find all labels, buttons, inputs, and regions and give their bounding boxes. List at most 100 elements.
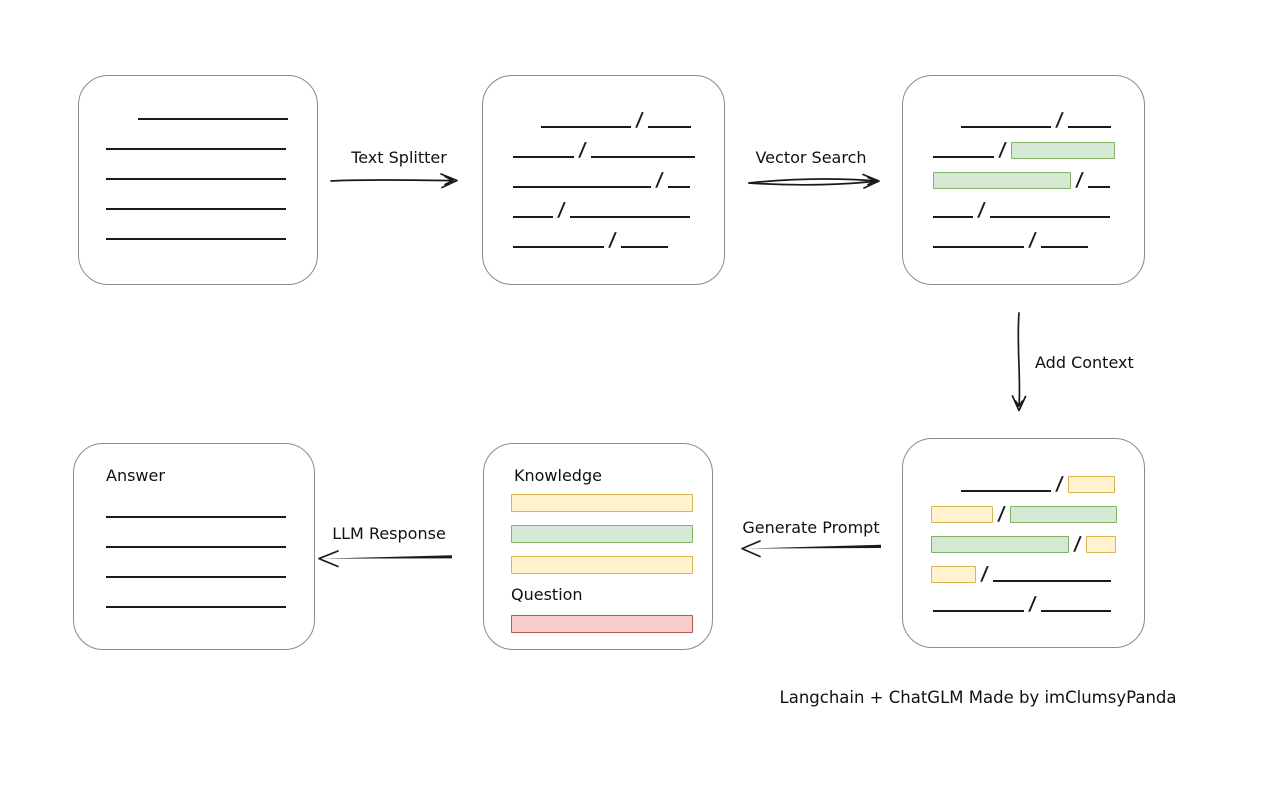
- text-line: [620, 246, 668, 248]
- segment-row: /: [903, 493, 1144, 525]
- slash-separator: /: [607, 228, 618, 251]
- segment-row: [79, 181, 317, 211]
- green-highlight-chip: [1010, 142, 1115, 159]
- text-line: [667, 186, 690, 188]
- segment-row: /: [903, 553, 1144, 585]
- slash-separator: /: [1074, 168, 1085, 191]
- answer-lines: [74, 489, 314, 609]
- segment-row: /: [903, 523, 1144, 555]
- generate-prompt-arrow: [741, 540, 881, 558]
- slash-separator: /: [997, 138, 1008, 161]
- vector-search-label: Vector Search: [755, 148, 867, 167]
- caption-text: Langchain + ChatGLM Made by imClumsyPand…: [779, 688, 1177, 707]
- text-line: [933, 216, 973, 218]
- green-highlight-chip: [1009, 506, 1117, 523]
- yellow-highlight-chip: [1085, 536, 1116, 553]
- text-line: [138, 118, 288, 120]
- slash-separator: /: [1054, 108, 1065, 131]
- green-bar: [511, 525, 693, 543]
- text-line: [106, 208, 286, 210]
- split-text-node: / / / / /: [482, 75, 725, 285]
- yellow-bar: [511, 494, 693, 512]
- red-bar: [511, 615, 693, 633]
- segment-row: /: [903, 463, 1144, 495]
- yellow-highlight-chip: [931, 506, 993, 523]
- text-line: [992, 580, 1111, 582]
- text-line: [1087, 186, 1110, 188]
- slash-separator: /: [1054, 472, 1065, 495]
- text-line: [513, 216, 553, 218]
- text-line: [1067, 126, 1111, 128]
- slash-separator: /: [1027, 228, 1038, 251]
- answer-node: Answer: [73, 443, 315, 650]
- text-line: [541, 126, 631, 128]
- context-chunks-node: / / / / /: [902, 438, 1145, 648]
- text-line: [106, 576, 286, 578]
- text-line: [1040, 610, 1111, 612]
- source-document-lines: [79, 91, 317, 241]
- vector-matches-node: / / / / /: [902, 75, 1145, 285]
- segment-row: /: [903, 99, 1144, 131]
- slash-separator: /: [979, 562, 990, 585]
- knowledge-bars: [511, 494, 693, 587]
- segment-row: [79, 121, 317, 151]
- segment-row: [74, 549, 314, 579]
- slash-separator: /: [976, 198, 987, 221]
- llm-response-arrow: [318, 550, 452, 568]
- context-chunks-lines: / / / / /: [903, 463, 1144, 615]
- text-splitter-arrow: [330, 173, 458, 189]
- segment-row: /: [483, 129, 724, 161]
- text-line: [933, 610, 1024, 612]
- text-line: [1040, 246, 1088, 248]
- text-line: [569, 216, 690, 218]
- text-line: [106, 178, 286, 180]
- segment-row: [74, 519, 314, 549]
- slash-separator: /: [577, 138, 588, 161]
- slash-separator: /: [634, 108, 645, 131]
- slash-separator: /: [996, 502, 1007, 525]
- segment-row: [79, 211, 317, 241]
- segment-row: [74, 579, 314, 609]
- add-context-label: Add Context: [1035, 353, 1134, 372]
- segment-row: /: [903, 583, 1144, 615]
- llm-response-label: LLM Response: [332, 524, 446, 543]
- text-line: [106, 546, 286, 548]
- slash-separator: /: [1027, 592, 1038, 615]
- slash-separator: /: [654, 168, 665, 191]
- text-line: [106, 238, 286, 240]
- segment-row: /: [483, 159, 724, 191]
- text-line: [933, 156, 994, 158]
- text-splitter-label: Text Splitter: [351, 148, 447, 167]
- question-label: Question: [511, 585, 583, 604]
- split-text-lines: / / / / /: [483, 99, 724, 251]
- segment-row: [79, 151, 317, 181]
- segment-row: /: [903, 129, 1144, 161]
- text-line: [989, 216, 1110, 218]
- text-line: [513, 156, 574, 158]
- text-line: [961, 490, 1051, 492]
- generate-prompt-label: Generate Prompt: [742, 518, 880, 537]
- yellow-bar: [511, 556, 693, 574]
- segment-row: /: [483, 219, 724, 251]
- segment-row: /: [483, 99, 724, 131]
- knowledge-label: Knowledge: [514, 466, 602, 485]
- add-context-arrow: [1011, 312, 1027, 412]
- segment-row: /: [903, 159, 1144, 191]
- segment-row: /: [483, 189, 724, 221]
- text-line: [961, 126, 1051, 128]
- segment-row: /: [903, 189, 1144, 221]
- text-line: [590, 156, 695, 158]
- slash-separator: /: [556, 198, 567, 221]
- prompt-node: Knowledge Question: [483, 443, 713, 650]
- segment-row: [74, 489, 314, 519]
- yellow-highlight-chip: [1067, 476, 1115, 493]
- text-line: [513, 246, 604, 248]
- text-line: [106, 148, 286, 150]
- text-line: [933, 246, 1024, 248]
- segment-row: [79, 91, 317, 121]
- answer-label: Answer: [106, 466, 165, 485]
- vector-search-arrow: [748, 173, 880, 189]
- slash-separator: /: [1072, 532, 1083, 555]
- text-line: [106, 606, 286, 608]
- question-bars: [511, 615, 693, 646]
